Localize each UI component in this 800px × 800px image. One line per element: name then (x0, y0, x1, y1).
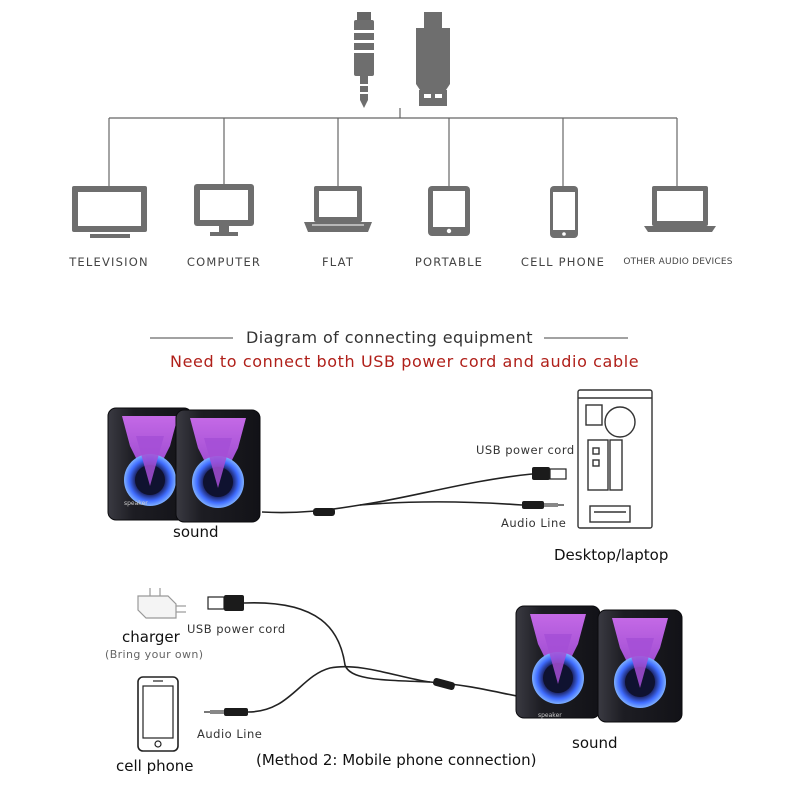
method2-phone-caption: cell phone (116, 757, 194, 775)
method1-cables (261, 473, 533, 514)
cell-phone-icon (550, 186, 578, 238)
device-label-portable: PORTABLE (414, 255, 484, 269)
device-label-other-audio: OTHER AUDIO DEVICES (623, 257, 733, 267)
method2-cables (243, 602, 523, 713)
method2-audio-label: Audio Line (197, 727, 263, 741)
inline-switch-2 (433, 677, 455, 691)
diagram-title: Diagram of connecting equipment (246, 328, 533, 347)
charger-icon (137, 588, 186, 619)
tablet-icon (428, 186, 470, 236)
diagram-subtitle: Need to connect both USB power cord and … (170, 352, 640, 371)
usb-plug-1 (532, 467, 567, 480)
device-label-flat: FLAT (321, 255, 355, 269)
connection-tree (108, 108, 678, 186)
speaker-brand-1: speaker (124, 500, 148, 507)
usb-plug-icon (416, 12, 450, 106)
device-label-cell-phone: CELL PHONE (520, 255, 606, 269)
audio-plug-1 (522, 501, 564, 509)
method1-pc-caption: Desktop/laptop (554, 546, 669, 564)
audio-jack-icon (354, 12, 374, 108)
method1-audio-label: Audio Line (501, 516, 567, 530)
desktop-tower (577, 389, 653, 529)
method2-charger-caption: charger (122, 628, 180, 646)
phone-icon (137, 676, 179, 752)
inline-switch-1 (313, 508, 335, 516)
laptop-open-icon (644, 186, 716, 232)
method2-speaker-caption: sound (572, 734, 618, 752)
device-label-computer: COMPUTER (186, 255, 262, 269)
audio-plug-2 (204, 708, 248, 716)
method1-usb-label: USB power cord (476, 443, 575, 457)
method1-speaker-caption: sound (173, 523, 219, 541)
method2-charger-note: (Bring your own) (105, 648, 204, 661)
method2-usb-label: USB power cord (187, 622, 286, 636)
tv-icon (72, 186, 147, 238)
usb-plug-2 (207, 595, 244, 611)
speaker-brand-2: speaker (538, 712, 562, 719)
laptop-icon (304, 186, 372, 232)
computer-icon (194, 184, 254, 236)
device-label-television: TELEVISION (69, 255, 149, 269)
speaker-pair-2 (515, 605, 683, 723)
method2-caption: (Method 2: Mobile phone connection) (256, 751, 537, 769)
